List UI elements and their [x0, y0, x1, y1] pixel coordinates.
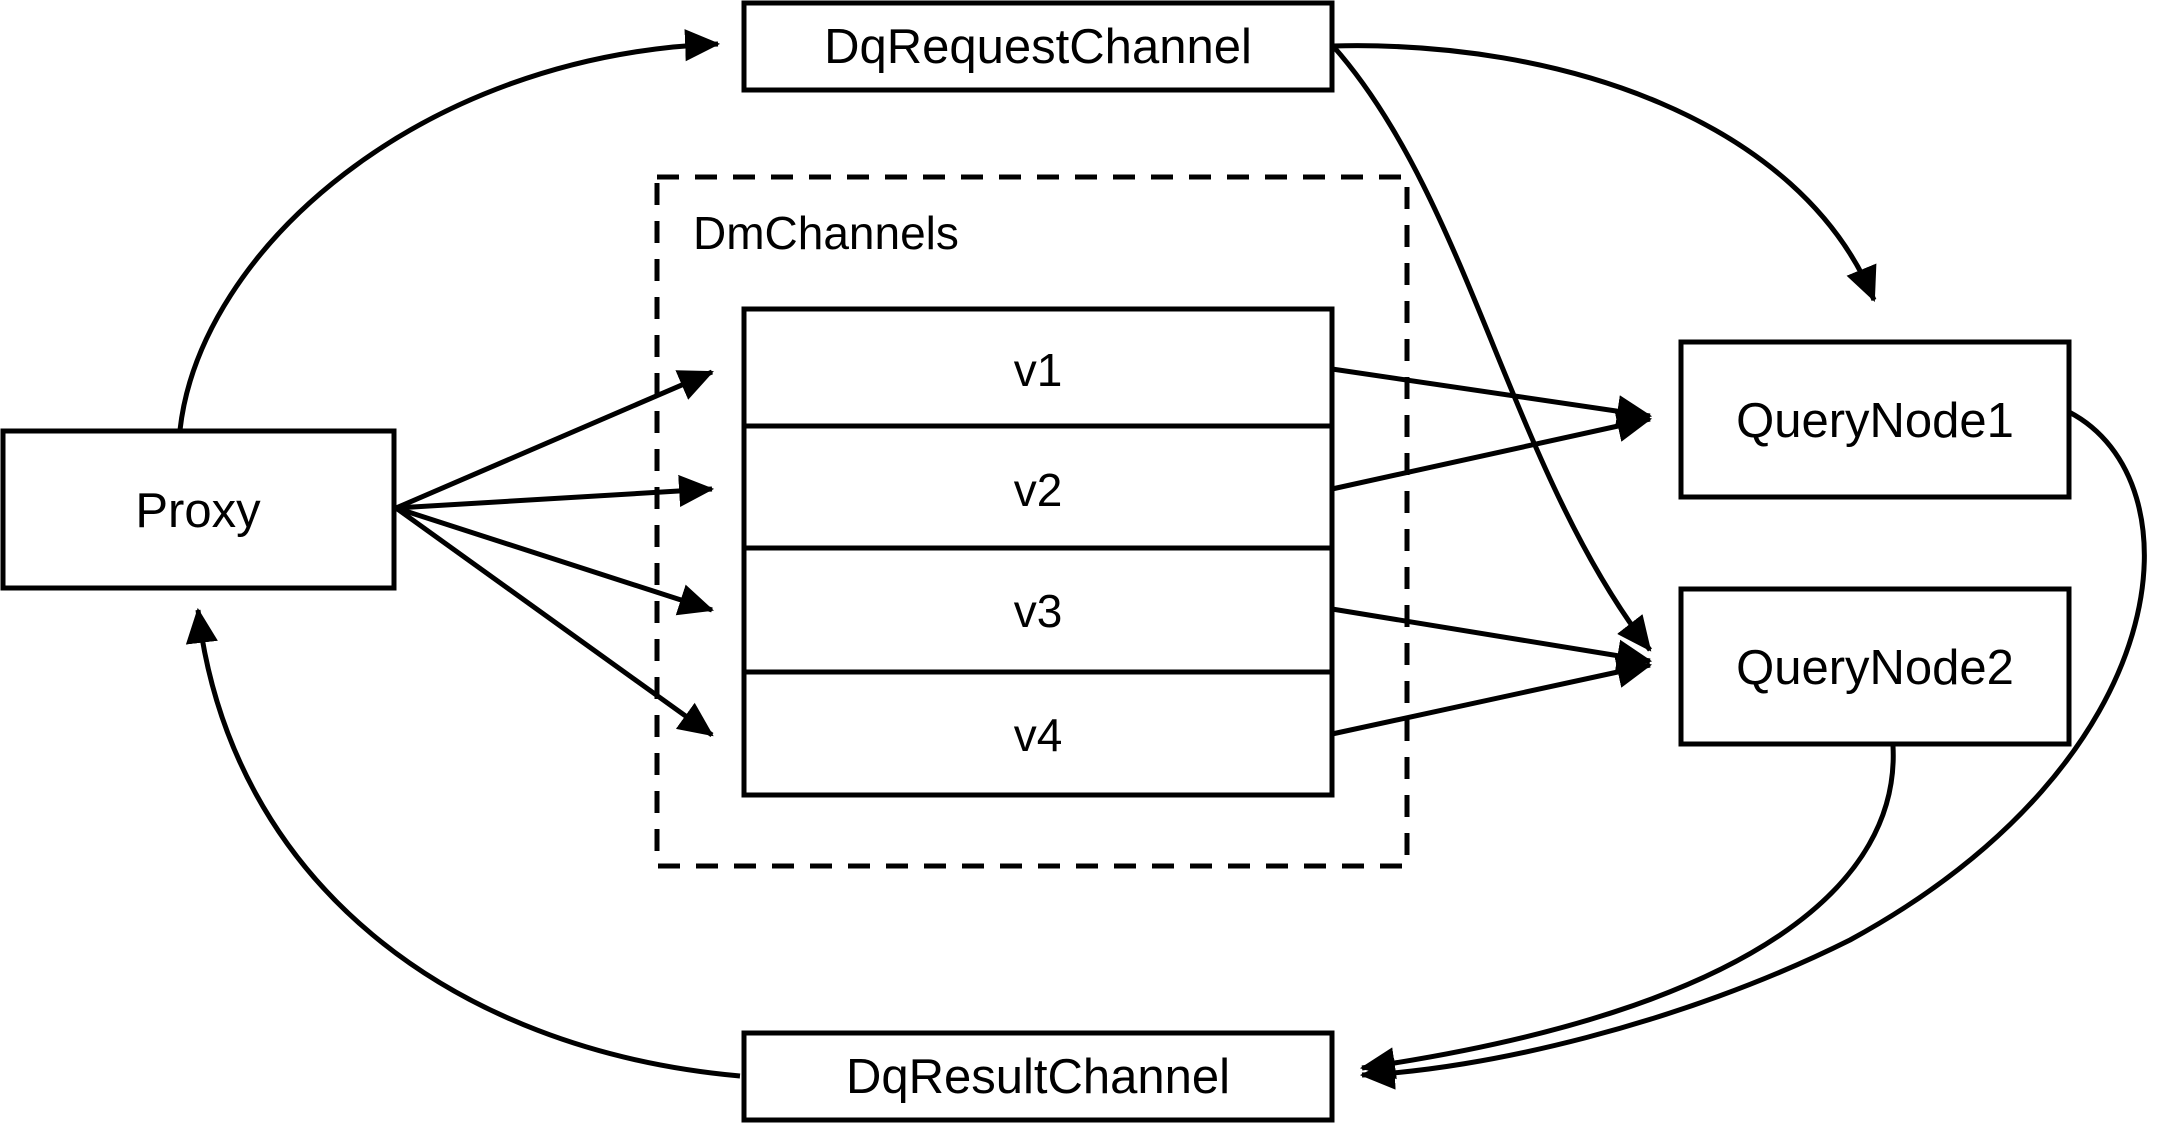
query-node-2-label: QueryNode2: [1736, 641, 2014, 695]
edge-proxy-to-v1: [395, 369, 714, 511]
dq-request-channel-label: DqRequestChannel: [824, 20, 1252, 74]
edge-querynode2-to-dqresultchannel: [1359, 745, 1896, 1080]
edge-dqrequestchannel-to-querynode2: [1331, 44, 1652, 652]
node-dq-result-channel[interactable]: DqResultChannel: [741, 1030, 1335, 1123]
vchannel-row-v1-label[interactable]: v1: [1014, 344, 1063, 396]
node-proxy[interactable]: Proxy: [0, 428, 397, 591]
edge-v4-to-querynode2: [1331, 656, 1653, 737]
edge-v3-to-querynode2: [1331, 606, 1653, 672]
edge-layer: [177, 29, 2147, 1090]
dmchannels-group-label: DmChannels: [693, 207, 959, 259]
proxy-label: Proxy: [135, 484, 261, 538]
vchannel-row-v2-label[interactable]: v2: [1014, 464, 1063, 516]
edge-proxy-to-dqrequestchannel: [177, 29, 721, 431]
dmchannels-group: DmChannels: [654, 174, 1410, 869]
vchannel-table: v1 v2 v3 v4: [741, 306, 1335, 798]
dq-result-channel-label: DqResultChannel: [846, 1050, 1230, 1104]
proxy-box[interactable]: [0, 428, 397, 591]
edge-dqrequestchannel-to-querynode1: [1332, 43, 1877, 302]
node-query-node-1[interactable]: QueryNode1: [1678, 339, 2072, 500]
edge-proxy-to-v4: [394, 505, 714, 738]
vchannel-row-v4-label[interactable]: v4: [1014, 709, 1063, 761]
dq-result-channel-box[interactable]: [741, 1030, 1335, 1123]
edge-proxy-to-v2: [395, 474, 715, 511]
query-node-2-box[interactable]: [1678, 586, 2072, 747]
edge-v1-to-querynode1: [1331, 366, 1653, 428]
edge-v2-to-querynode1: [1331, 410, 1653, 492]
node-query-node-2[interactable]: QueryNode2: [1678, 586, 2072, 747]
query-node-1-box[interactable]: [1678, 339, 2072, 500]
query-node-1-label: QueryNode1: [1736, 394, 2014, 448]
dq-request-channel-box[interactable]: [741, 0, 1335, 93]
edge-proxy-to-v3: [395, 505, 714, 616]
edge-querynode1-to-dqresultchannel: [1359, 409, 2147, 1090]
vchannel-row-v3-label[interactable]: v3: [1014, 585, 1063, 637]
node-dq-request-channel[interactable]: DqRequestChannel: [741, 0, 1335, 93]
vchannel-table-border: [741, 306, 1335, 798]
edge-dqresultchannel-to-proxy: [185, 607, 741, 1079]
